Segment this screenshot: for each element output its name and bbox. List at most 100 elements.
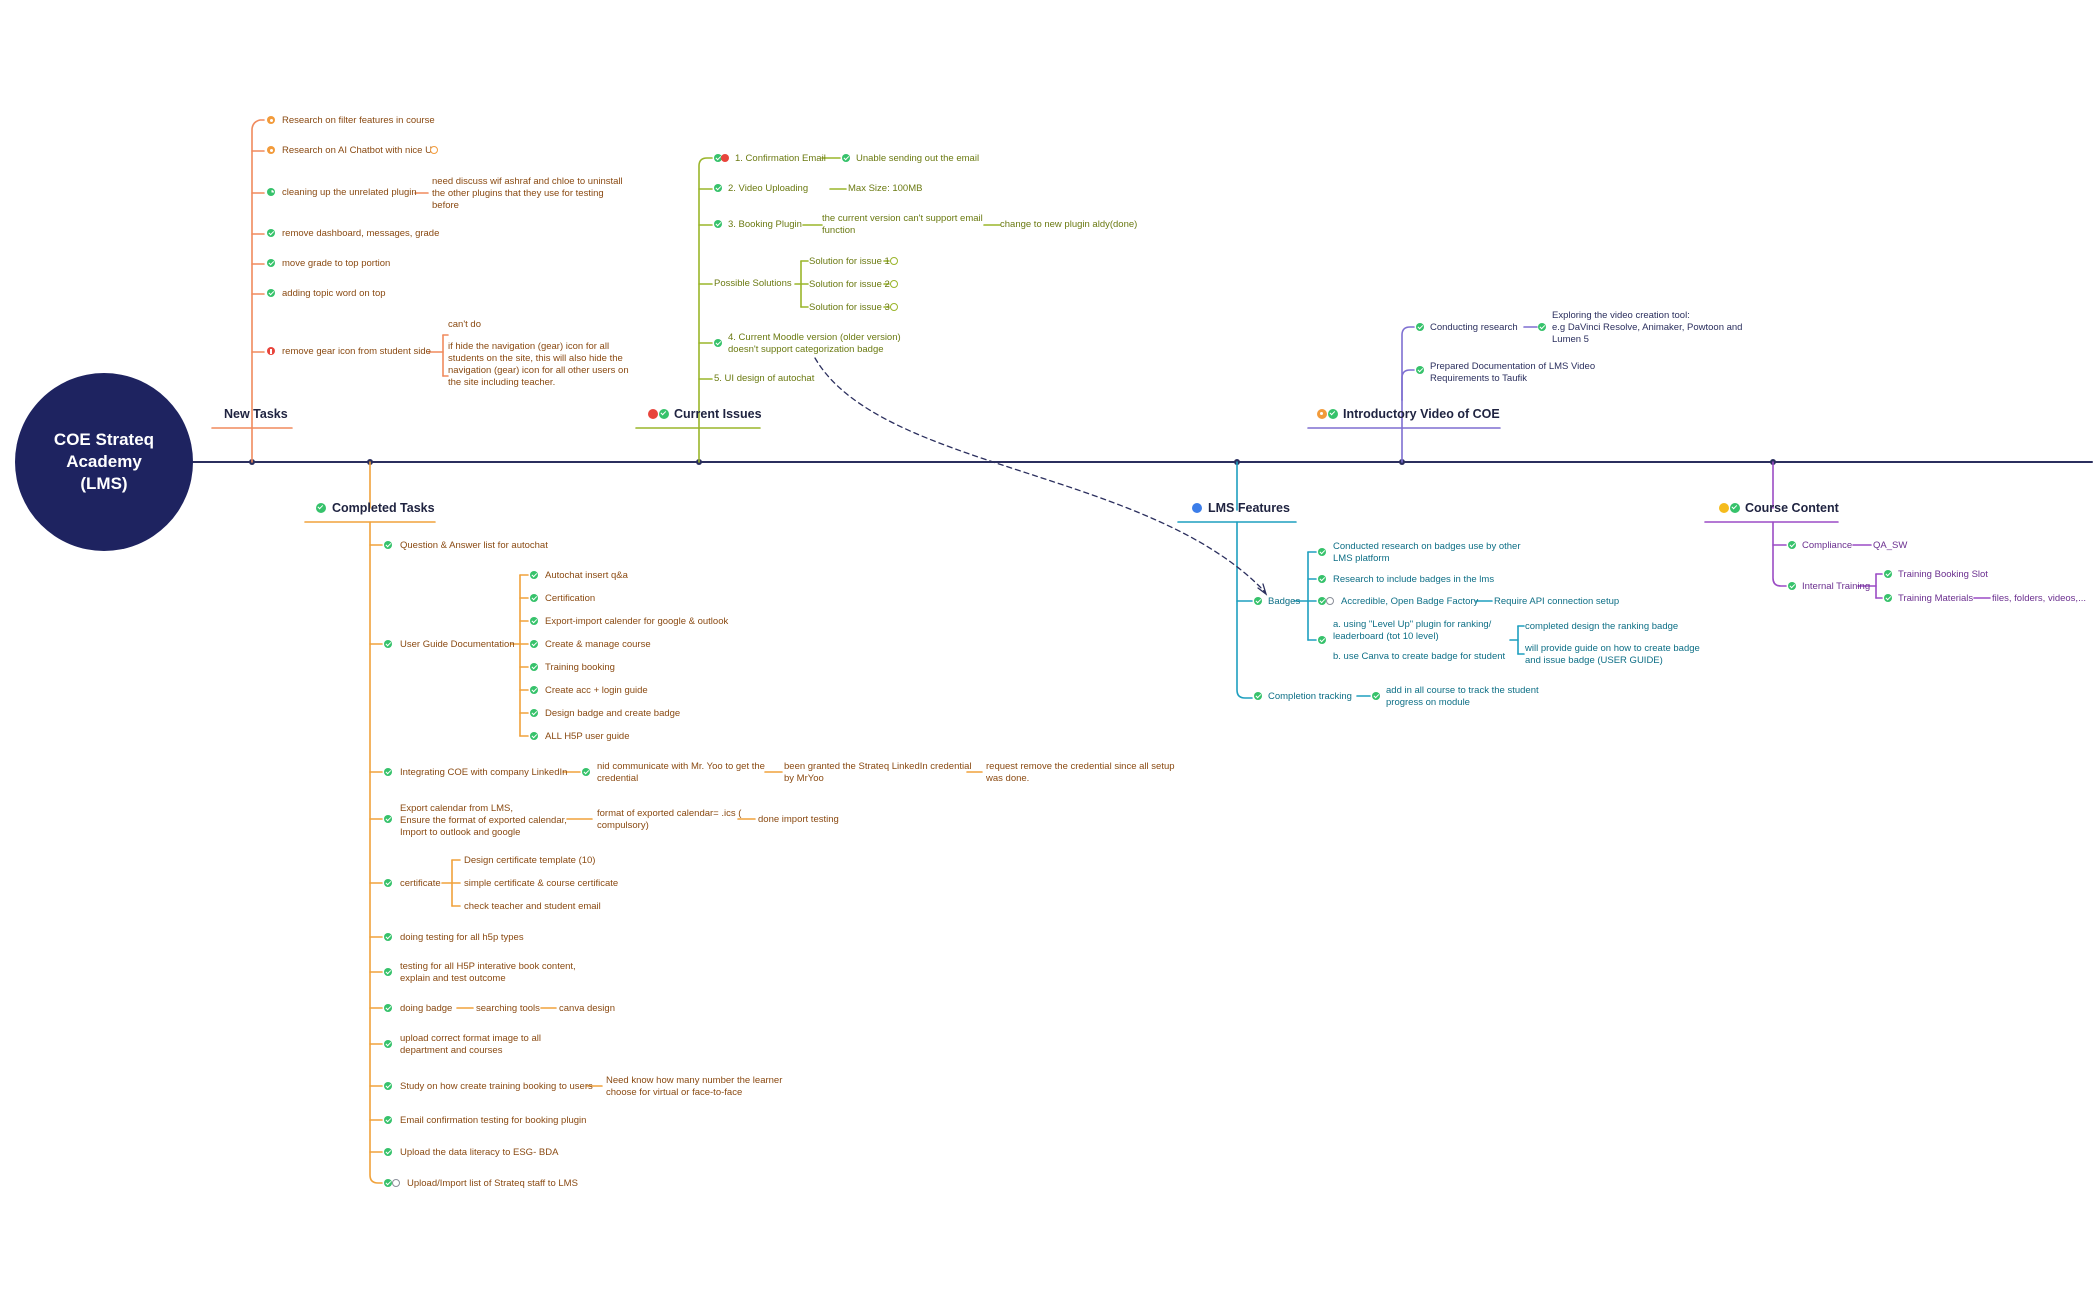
sub-item[interactable]: canva design — [559, 1003, 615, 1014]
central-topic-label: COE Strateq Academy (LMS) — [53, 429, 155, 494]
sub-item[interactable]: been granted the Strateq LinkedIn creden… — [784, 761, 972, 784]
priority-icon — [267, 116, 275, 124]
list-item[interactable]: Research on AI Chatbot with nice UI — [282, 145, 435, 156]
list-item[interactable]: upload correct format image to all depar… — [400, 1033, 541, 1056]
note[interactable]: add in all course to track the student p… — [1386, 685, 1539, 708]
list-item[interactable]: certificate — [400, 878, 441, 889]
list-item[interactable]: Possible Solutions — [714, 278, 792, 289]
list-item[interactable]: Integrating COE with company LinkedIn — [400, 767, 568, 778]
sub-item[interactable]: QA_SW — [1873, 540, 1908, 551]
branch-title-current-issues[interactable]: Current Issues — [674, 407, 762, 421]
list-item[interactable]: Solution for issue 3 — [809, 302, 890, 313]
branch-title-new-tasks[interactable]: New Tasks — [224, 407, 288, 421]
note[interactable]: need discuss wif ashraf and chloe to uni… — [432, 176, 623, 211]
sub-item[interactable]: Create acc + login guide — [545, 685, 648, 696]
list-item[interactable]: User Guide Documentation — [400, 639, 515, 650]
list-item[interactable]: 3. Booking Plugin — [728, 219, 802, 230]
sub-item[interactable]: Design badge and create badge — [545, 708, 681, 719]
sub-item[interactable]: Training Booking Slot — [1898, 569, 1988, 580]
sub-item[interactable]: completed design the ranking badge — [1525, 621, 1679, 632]
list-item[interactable]: Export calendar from LMS, Ensure the for… — [400, 803, 567, 838]
list-item[interactable]: Prepared Documentation of LMS Video Requ… — [1430, 361, 1596, 384]
half-done-icon — [1719, 503, 1729, 513]
sub-item[interactable]: Autochat insert q&a — [545, 570, 628, 581]
list-item[interactable]: Unable sending out the email — [856, 153, 980, 164]
list-item[interactable]: 5. UI design of autochat — [714, 373, 815, 384]
list-item[interactable]: Solution for issue 2 — [809, 279, 890, 290]
branch-title-lms-features[interactable]: LMS Features — [1208, 501, 1290, 515]
sub-item[interactable]: Export-import calender for google & outl… — [545, 616, 729, 627]
list-item[interactable]: Upload/Import list of Strateq staff to L… — [407, 1178, 578, 1189]
list-item[interactable]: Completion tracking — [1268, 691, 1352, 702]
done-icon — [1254, 597, 1262, 605]
done-icon — [530, 732, 538, 740]
stop-icon — [648, 409, 658, 419]
branch-title-course-content[interactable]: Course Content — [1745, 501, 1839, 515]
list-item[interactable]: 4. Current Moodle version (older version… — [728, 332, 901, 355]
sub-item[interactable]: format of exported calendar= .ics ( comp… — [597, 808, 742, 831]
sub-item[interactable]: ALL H5P user guide — [545, 731, 630, 742]
list-item[interactable]: Email confirmation testing for booking p… — [400, 1115, 587, 1126]
sub-item[interactable]: Accredible, Open Badge Factory — [1341, 596, 1479, 607]
list-item[interactable]: adding topic word on top — [282, 288, 386, 299]
note[interactable]: can't do — [448, 319, 481, 330]
sub-item[interactable]: Conducted research on badges use by othe… — [1333, 541, 1521, 564]
note[interactable]: Exploring the video creation tool: e.g D… — [1552, 310, 1743, 345]
list-item[interactable]: Conducting research — [1430, 322, 1518, 333]
list-item[interactable]: cleaning up the unrelated plugin — [282, 187, 417, 198]
sub-item[interactable]: a. using "Level Up" plugin for ranking/ … — [1333, 619, 1492, 642]
sub-item[interactable]: Design certificate template (10) — [464, 855, 596, 866]
priority-icon — [1317, 409, 1327, 419]
done-icon — [1318, 597, 1326, 605]
sub-item[interactable]: Certification — [545, 593, 596, 604]
list-item[interactable]: 1. Confirmation Email — [735, 153, 826, 164]
sub-item[interactable]: searching tools — [476, 1003, 540, 1014]
sub-item[interactable]: done import testing — [758, 814, 839, 825]
list-item[interactable]: the current version can't support email … — [822, 213, 983, 236]
done-icon — [384, 1004, 392, 1012]
list-item[interactable]: doing badge — [400, 1003, 453, 1014]
sub-item[interactable]: simple certificate & course certificate — [464, 878, 619, 889]
sub-item[interactable]: Research to include badges in the lms — [1333, 574, 1495, 585]
sub-item[interactable]: files, folders, videos,... — [1992, 593, 2086, 604]
list-item[interactable]: move grade to top portion — [282, 258, 391, 269]
list-item[interactable]: 2. Video Uploading — [728, 183, 809, 194]
sub-item[interactable]: will provide guide on how to create badg… — [1525, 643, 1700, 666]
list-item[interactable]: Question & Answer list for autochat — [400, 540, 548, 551]
central-topic[interactable]: COE Strateq Academy (LMS) — [15, 373, 193, 551]
list-item[interactable]: doing testing for all h5p types — [400, 932, 524, 943]
list-item[interactable]: testing for all H5P interative book cont… — [400, 961, 576, 984]
done-icon — [530, 709, 538, 717]
sub-item[interactable]: b. use Canva to create badge for student — [1333, 651, 1506, 662]
done-icon — [530, 686, 538, 694]
done-icon — [659, 409, 669, 419]
done-icon — [582, 768, 590, 776]
list-item[interactable]: Upload the data literacy to ESG- BDA — [400, 1147, 559, 1158]
list-item[interactable]: change to new plugin aldy(done) — [1000, 219, 1138, 230]
list-item[interactable]: Study on how create training booking to … — [400, 1081, 593, 1092]
sub-item[interactable]: request remove the credential since all … — [986, 761, 1175, 784]
list-item[interactable]: remove gear icon from student side — [282, 346, 431, 357]
note[interactable]: if hide the navigation (gear) icon for a… — [448, 341, 629, 388]
sub-item[interactable]: nid communicate with Mr. Yoo to get the … — [597, 761, 765, 784]
done-icon — [1788, 582, 1796, 590]
sub-item[interactable]: Training Materials — [1898, 593, 1974, 604]
sub-item[interactable]: check teacher and student email — [464, 901, 601, 912]
note[interactable]: Need know how many number the learner ch… — [606, 1075, 783, 1098]
sub-item[interactable]: Create & manage course — [545, 639, 651, 650]
done-icon — [384, 1116, 392, 1124]
sub-item[interactable]: Training booking — [545, 662, 615, 673]
sub-item[interactable]: Require API connection setup — [1494, 596, 1620, 607]
done-icon — [1884, 570, 1892, 578]
list-item[interactable]: remove dashboard, messages, grade — [282, 228, 440, 239]
list-item[interactable]: Research on filter features in course — [282, 115, 435, 126]
list-item[interactable]: Internal Training — [1802, 581, 1871, 592]
branch-title-intro-video[interactable]: Introductory Video of COE — [1343, 407, 1500, 421]
list-item[interactable]: Max Size: 100MB — [848, 183, 923, 194]
branch-title-completed[interactable]: Completed Tasks — [332, 501, 435, 515]
list-item[interactable]: Solution for issue 1 — [809, 256, 890, 267]
list-item[interactable]: Compliance — [1802, 540, 1853, 551]
info-icon — [890, 257, 898, 265]
done-icon — [1372, 692, 1380, 700]
list-item[interactable]: Badges — [1268, 596, 1301, 607]
